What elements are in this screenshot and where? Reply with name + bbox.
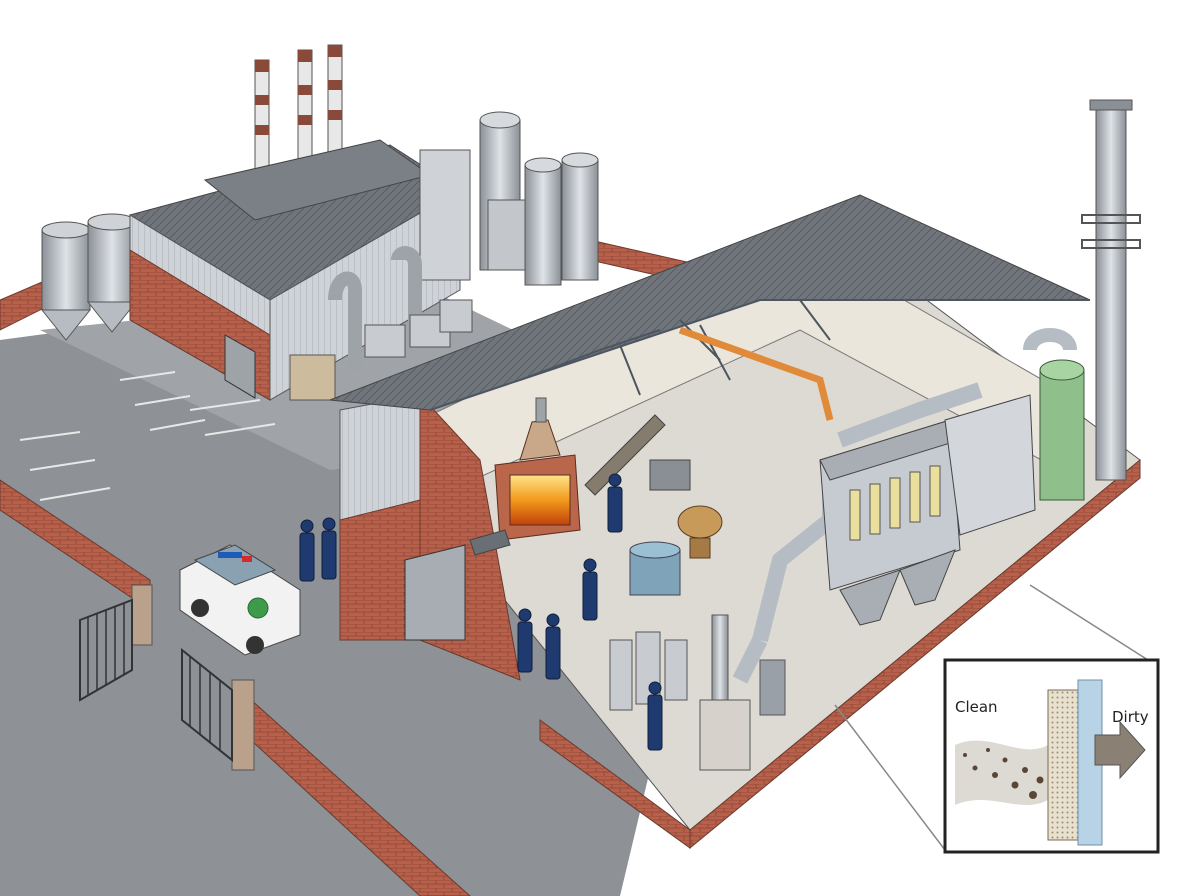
dirty-label: Dirty xyxy=(1112,708,1149,726)
control-panels xyxy=(609,631,786,716)
main-building-foundation-left xyxy=(539,719,691,849)
orange-overhead-pipe xyxy=(678,326,834,421)
inspection-vehicle xyxy=(179,544,301,656)
mixing-tanks xyxy=(629,459,723,596)
baghouse-filter xyxy=(819,419,961,626)
secondary-filter-box xyxy=(944,394,1036,536)
personnel xyxy=(299,473,663,751)
output-conveyor xyxy=(469,529,511,556)
back-process-equipment xyxy=(289,111,599,401)
roof-trusses xyxy=(429,299,1090,411)
filter-detail-callout: Clean Dirty xyxy=(943,658,1160,854)
inspectors-outside xyxy=(299,517,337,582)
furnace xyxy=(494,397,581,541)
back-warehouse xyxy=(128,139,461,401)
storage-silos-left xyxy=(40,213,138,341)
front-gable-wall xyxy=(339,393,521,681)
feed-conveyor xyxy=(584,414,666,496)
clean-label: Clean xyxy=(955,698,998,716)
worker-pair-left xyxy=(517,608,561,680)
worker-near-tanks xyxy=(582,558,598,621)
worker-near-furnace xyxy=(607,473,623,533)
wet-scrubber xyxy=(1023,328,1085,501)
callout-leader-lines xyxy=(834,584,1149,851)
worker-at-panel xyxy=(647,681,663,751)
airflow-arrow xyxy=(1094,720,1146,780)
entrance-gate xyxy=(79,584,255,771)
exhaust-stack xyxy=(1081,99,1141,481)
small-boiler xyxy=(699,614,751,771)
filter-media xyxy=(1047,689,1079,841)
parking-lines xyxy=(19,371,276,501)
